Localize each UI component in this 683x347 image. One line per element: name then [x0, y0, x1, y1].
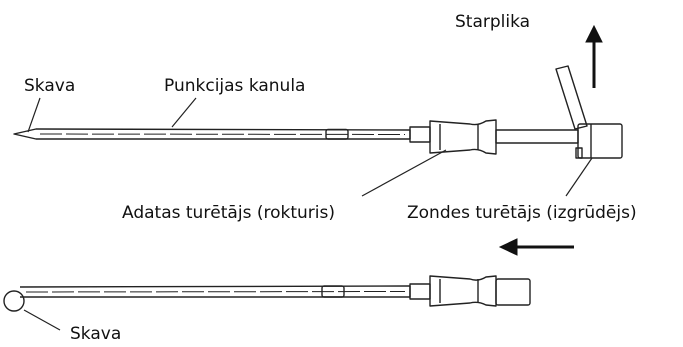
- label-adatas-turetajs: Adatas turētājs (rokturis): [122, 203, 335, 223]
- top-probe-holder: [577, 123, 623, 159]
- label-skava-bottom: Skava: [70, 324, 122, 344]
- label-punkcijas-kanula: Punkcijas kanula: [164, 76, 306, 96]
- bottom-probe-holder: [495, 278, 531, 306]
- bottom-cannula-marker: [321, 285, 345, 298]
- top-cannula-marker: [325, 128, 349, 140]
- arrow-left-icon: [498, 238, 574, 256]
- bottom-needle-holder: [429, 275, 497, 307]
- label-skava-top: Skava: [24, 76, 76, 96]
- spacer-tube: [555, 65, 588, 130]
- top-needle-assembly: [13, 65, 623, 159]
- label-zondes-turetajs: Zondes turētājs (izgrūdējs): [407, 203, 637, 223]
- leader-lines: [23, 97, 593, 331]
- arrow-up-icon: [585, 24, 603, 88]
- top-needle-holder: [429, 119, 497, 155]
- label-starplika: Starplika: [455, 12, 531, 32]
- bottom-clamp-loop: [3, 290, 25, 312]
- bottom-needle-assembly: [3, 275, 531, 312]
